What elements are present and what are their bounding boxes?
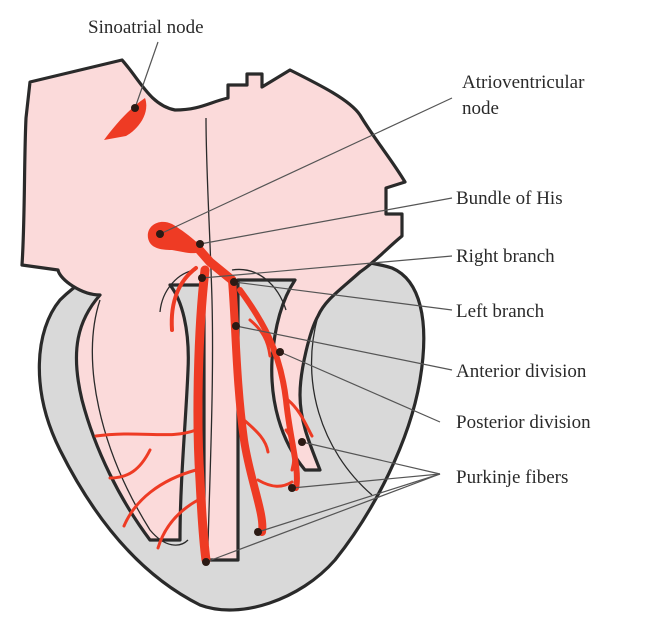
dot-purkinje-2 [288,484,296,492]
label-atrioventricular-line2: node [462,98,499,119]
label-purkinje-fibers: Purkinje fibers [456,467,568,488]
dot-purkinje-1 [298,438,306,446]
label-right-branch: Right branch [456,246,555,267]
label-posterior-division: Posterior division [456,412,591,433]
dot-posterior-division [276,348,284,356]
dot-bundle-of-his [196,240,204,248]
dot-sa-node [131,104,139,112]
label-bundle-of-his: Bundle of His [456,188,563,209]
dot-left-branch [230,278,238,286]
label-anterior-division: Anterior division [456,361,587,382]
label-left-branch: Left branch [456,301,545,322]
dot-purkinje-3 [254,528,262,536]
dot-purkinje-4 [202,558,210,566]
label-sinoatrial-node: Sinoatrial node [88,17,204,38]
dot-av-node [156,230,164,238]
dot-right-branch [198,274,206,282]
dot-anterior-division [232,322,240,330]
label-atrioventricular-line1: Atrioventricular [462,72,585,93]
